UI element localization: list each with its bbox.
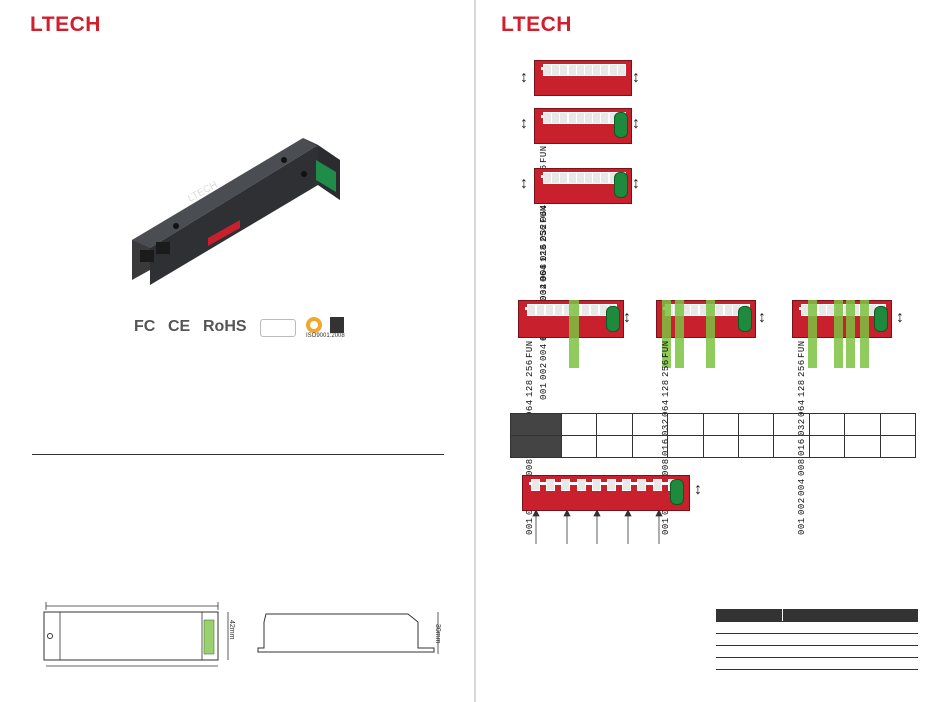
table-row [716, 657, 918, 670]
fc-cert: FC [134, 318, 156, 335]
fun-switch-highlight [874, 306, 888, 332]
dip-switch-slot [546, 479, 556, 491]
dip-switch-example-1 [534, 60, 632, 96]
fun-switch-highlight [614, 172, 628, 198]
dip-switch-slot [590, 304, 599, 316]
updown-arrow-icon: ↕ [520, 69, 528, 86]
address-highlight [834, 300, 843, 368]
dip-switch-slot [581, 304, 590, 316]
address-table [510, 413, 917, 458]
updown-arrow-icon: ↕ [694, 481, 702, 498]
address-highlight [860, 300, 869, 368]
updown-arrow-icon: ↕ [520, 115, 528, 132]
fun-switch-highlight [614, 112, 628, 138]
page-fold [474, 0, 476, 702]
ce-cert: CE [168, 318, 191, 335]
iso-label: ISO9001:2008 [306, 333, 345, 339]
table-row [510, 413, 917, 436]
updown-arrow-icon: ↕ [632, 69, 640, 86]
updown-arrow-icon: ↕ [520, 175, 528, 192]
height-dimension-label: 42mm [228, 620, 235, 640]
updown-arrow-icon: ↕ [896, 309, 904, 326]
dip-switch-slot [531, 479, 540, 491]
table-row [716, 645, 918, 658]
address-highlight [662, 300, 671, 368]
table-row [716, 633, 918, 646]
product-image: LTECH [132, 138, 340, 285]
updown-arrow-icon: ↕ [632, 115, 640, 132]
dip-switch-slot [637, 479, 647, 491]
updown-arrow-icon: ↕ [623, 309, 631, 326]
right-page: LTECH ↕ ↕ ↕ ↕ 00100200400801603206412825… [476, 0, 950, 702]
address-highlight [846, 300, 855, 368]
address-highlight [569, 300, 579, 368]
fun-switch-highlight [606, 306, 620, 332]
brand-logo-right: LTECH [501, 13, 572, 36]
address-highlight [808, 300, 817, 368]
updown-arrow-icon: ↕ [758, 309, 766, 326]
fun-switch-highlight [670, 479, 684, 505]
function-table [716, 609, 918, 670]
switch-pointer-arrows [532, 510, 663, 544]
dip-switch-slot [616, 64, 626, 76]
dip-switch-slot [591, 479, 601, 491]
address-highlight [706, 300, 715, 368]
left-page: LTECH LTECH FC CE RoHS ISO9001:2008 [0, 0, 474, 702]
updown-arrow-icon: ↕ [632, 175, 640, 192]
table-row [716, 609, 918, 622]
dip-switch-slot [536, 304, 545, 316]
section-divider [32, 454, 444, 455]
fun-switch-highlight [738, 306, 752, 332]
dip-switch-slot [652, 479, 662, 491]
dip-switch-slot [576, 479, 586, 491]
iso-cert-icon [306, 317, 344, 333]
dip-switch-large [522, 475, 690, 511]
dip-switch-slot [554, 304, 563, 316]
side-view-drawing [257, 612, 439, 654]
blank-cert-box [260, 319, 296, 337]
dip-switch-slot [545, 304, 554, 316]
table-row [510, 435, 917, 458]
depth-dimension-label: 30mm [434, 624, 441, 644]
dip-switch-slot [622, 479, 632, 491]
dip-switch-slot [561, 479, 571, 491]
dip-switch-slot [527, 304, 536, 316]
brand-logo: LTECH [30, 13, 101, 36]
table-row [716, 621, 918, 634]
top-view-drawing [43, 602, 229, 667]
dip-switch-slot [607, 479, 616, 491]
address-highlight [675, 300, 684, 368]
rohs-cert: RoHS [203, 318, 247, 335]
